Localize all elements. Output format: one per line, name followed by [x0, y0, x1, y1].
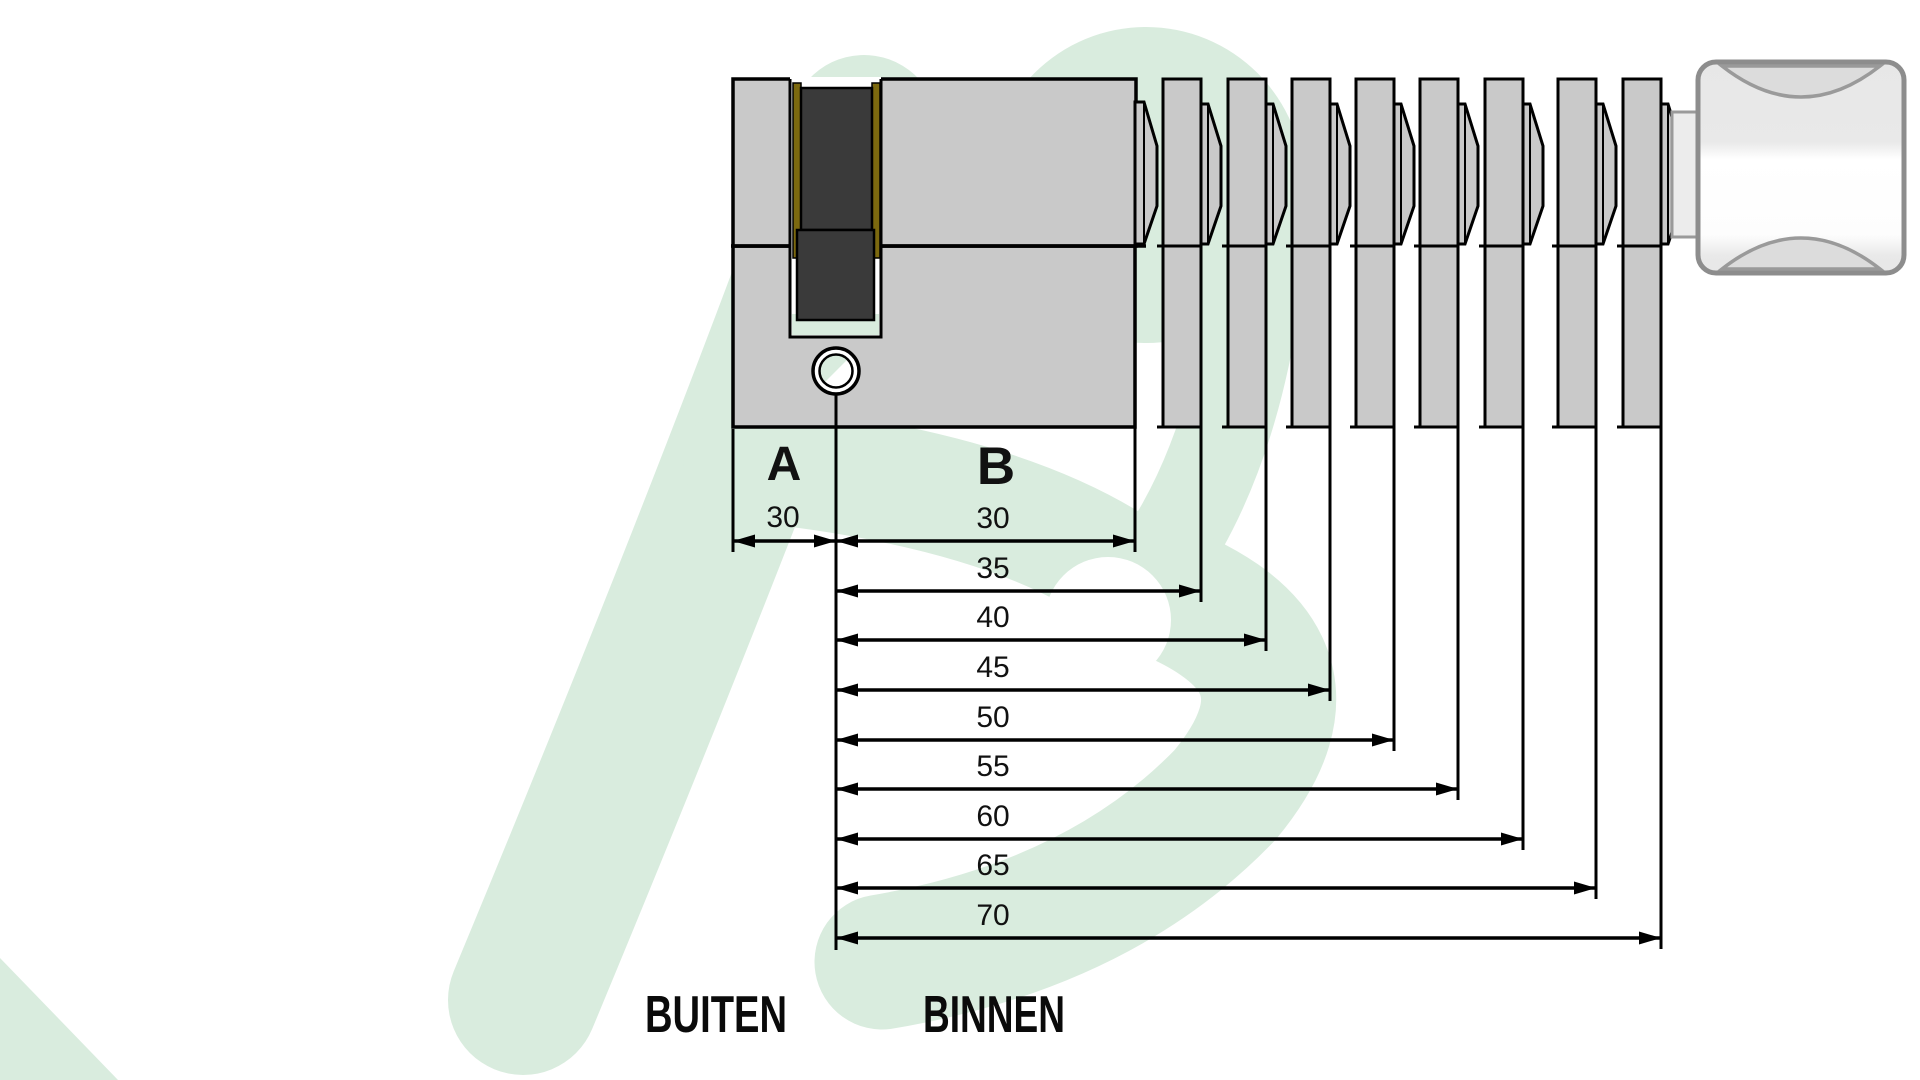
bar-b45 — [1286, 77, 1352, 429]
bar-b50 — [1350, 77, 1416, 429]
watermark-counter — [1045, 557, 1171, 683]
bar-b40 — [1222, 77, 1288, 429]
bar-tip — [1392, 102, 1416, 246]
screw-hole — [811, 346, 861, 396]
extension-bars — [1157, 77, 1683, 429]
label-b: B — [977, 437, 1015, 496]
bar-b60 — [1479, 77, 1545, 429]
bar-tip — [1521, 102, 1545, 246]
value-b-35: 35 — [976, 552, 1009, 585]
bar-b55 — [1414, 77, 1480, 429]
bar-rect — [1290, 77, 1332, 429]
bar-rect — [1483, 77, 1525, 429]
value-b-45: 45 — [976, 651, 1009, 684]
value-b-30: 30 — [976, 502, 1009, 535]
bar-rect — [1226, 77, 1268, 429]
bar-rect — [1621, 77, 1663, 429]
bar-rect — [1556, 77, 1598, 429]
value-b-55: 55 — [976, 750, 1009, 783]
value-b-70: 70 — [976, 899, 1009, 932]
thumbturn-knob — [1670, 59, 1907, 276]
knob-bottom-groove — [1716, 236, 1886, 271]
keyway-outline — [788, 79, 883, 339]
knob-top-groove — [1716, 64, 1886, 99]
value-a-30: 30 — [766, 501, 799, 534]
cylinder-body — [731, 77, 1159, 429]
bar-tip — [1328, 102, 1352, 246]
value-b-40: 40 — [976, 601, 1009, 634]
keyway-plug-upper — [799, 86, 874, 232]
label-buiten: BUITEN — [645, 986, 787, 1044]
bar-b35 — [1157, 77, 1223, 429]
bar-tip — [1456, 102, 1480, 246]
screw-hole-inner-ring — [818, 353, 854, 389]
value-b-60: 60 — [976, 800, 1009, 833]
bar-rect — [1161, 77, 1203, 429]
value-b-65: 65 — [976, 849, 1009, 882]
dimension-lines — [731, 394, 1663, 950]
bar-rect — [1354, 77, 1396, 429]
watermark-corner-wedge — [0, 958, 118, 1080]
bar-tip — [1594, 102, 1618, 246]
knob-body — [1695, 59, 1907, 276]
bar-rect — [1418, 77, 1460, 429]
screw-hole-watermark-half — [819, 354, 848, 383]
label-binnen: BINNEN — [923, 986, 1065, 1044]
keyway-plug-lower — [795, 228, 876, 322]
label-a: A — [767, 438, 802, 491]
bar-b65 — [1552, 77, 1618, 429]
value-b-50: 50 — [976, 701, 1009, 734]
side-labels: BUITEN BINNEN — [645, 986, 1065, 1044]
dimension-labels: A B 30 30 35 40 45 50 55 60 65 70 — [766, 437, 1015, 932]
